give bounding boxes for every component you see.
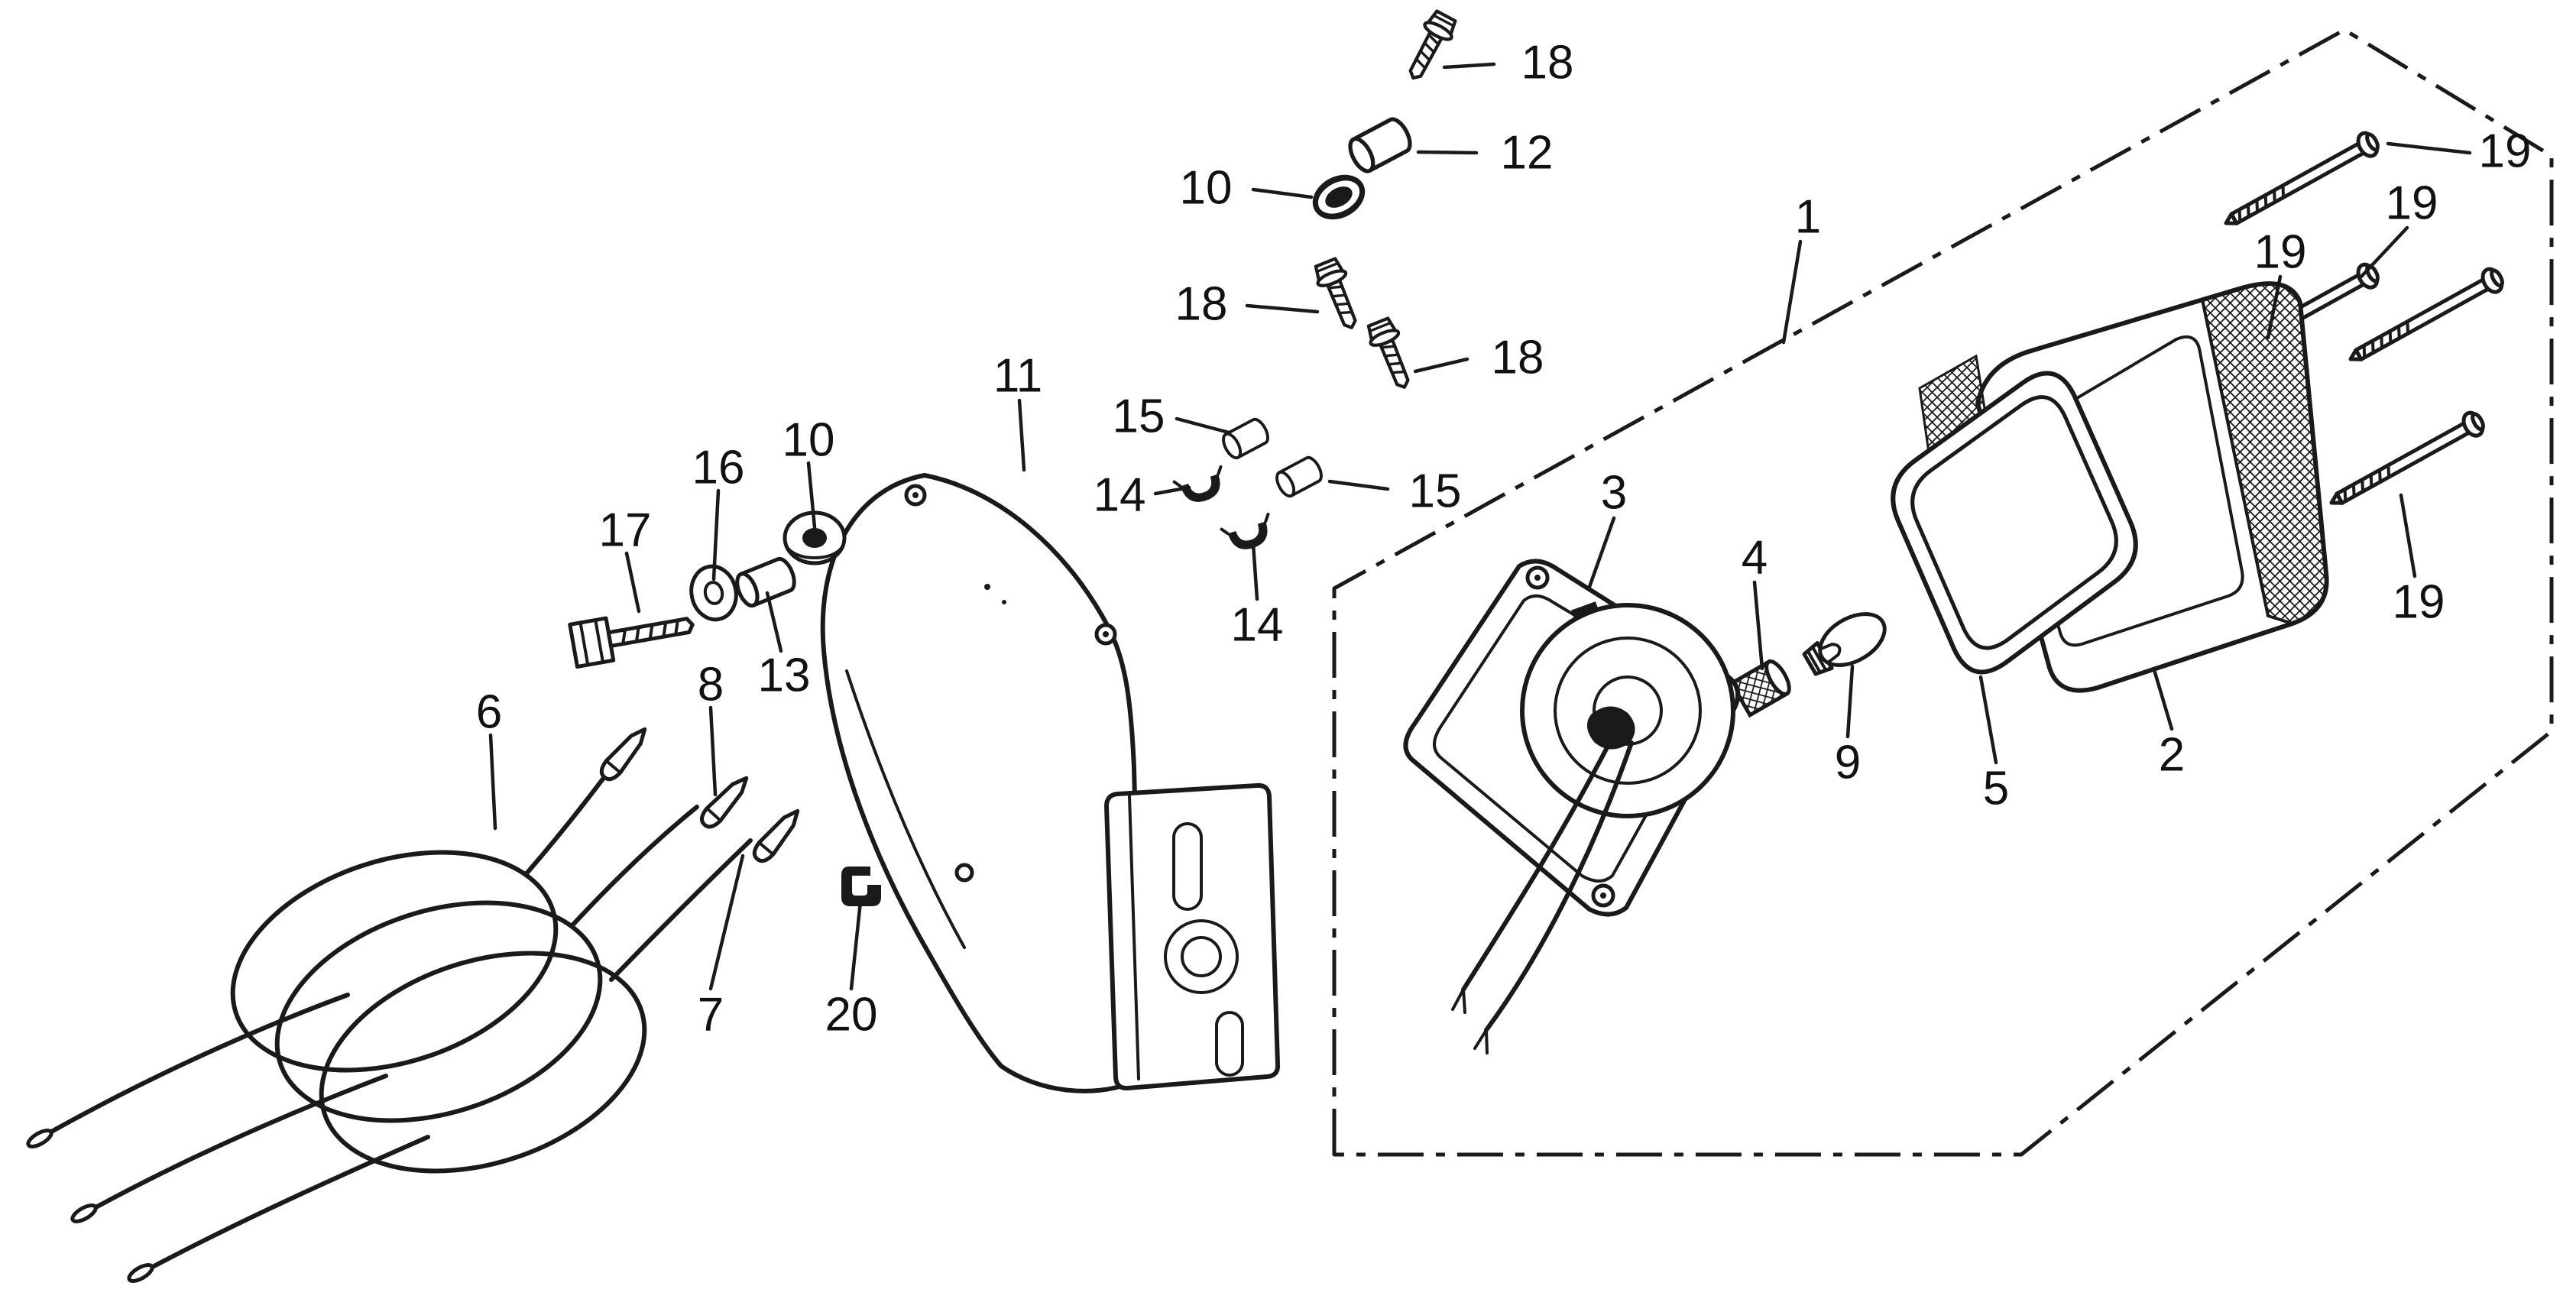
- wire-7: [144, 1135, 430, 1272]
- long-screw-icon: [2325, 409, 2487, 513]
- assembly-phantom-outline: [1332, 28, 2554, 1157]
- base-wire: [1484, 740, 1634, 1032]
- screw-18-a: [1400, 9, 1460, 85]
- plate-hole: [954, 863, 974, 883]
- bulb-9: [1802, 612, 1887, 676]
- wire-coil: [319, 951, 647, 1174]
- clamp-14-b: [1220, 512, 1278, 557]
- wire-coil: [274, 900, 603, 1123]
- clip-20: [841, 867, 881, 906]
- wire-strands: [1451, 988, 1489, 1054]
- callout-10-b: 10: [783, 414, 835, 467]
- bracket-slot: [1172, 822, 1203, 911]
- washer-16: [689, 564, 738, 622]
- wire-7: [609, 838, 753, 982]
- callout-15-b: 15: [1409, 465, 1462, 518]
- grommet-10-a: [1312, 174, 1366, 220]
- bullet-connector: [698, 772, 753, 831]
- callout-18-a: 18: [1521, 37, 1574, 89]
- callout-19-d: 19: [2393, 576, 2445, 629]
- wire-6: [525, 763, 615, 875]
- callout-12: 12: [1501, 127, 1554, 180]
- bullet-connector: [750, 805, 805, 865]
- callout-18-c: 18: [1492, 332, 1544, 384]
- callout-1: 1: [1795, 191, 1821, 244]
- base-wire: [1461, 735, 1615, 992]
- screw-18-c: [1364, 316, 1418, 393]
- callout-15-a: 15: [1113, 390, 1165, 443]
- callout-2: 2: [2159, 729, 2185, 782]
- callout-4: 4: [1742, 532, 1768, 585]
- callout-19-a: 19: [2479, 125, 2532, 178]
- long-screw-icon: [2220, 129, 2381, 234]
- leader-lines: [488, 62, 2472, 991]
- wire-terminal: [127, 1262, 154, 1284]
- wire-terminal: [26, 1127, 53, 1149]
- callout-8: 8: [698, 659, 724, 711]
- callout-7: 7: [698, 989, 724, 1041]
- callout-13: 13: [758, 650, 811, 702]
- bulb-socket-4: [1729, 659, 1791, 718]
- callout-16: 16: [692, 442, 745, 494]
- bracket-hole: [1164, 919, 1239, 994]
- callouts: 18 12 10 18 18 11 15 14 15 14 16 10 17 1…: [476, 37, 2532, 1041]
- wire-terminal: [70, 1202, 98, 1224]
- callout-14-b: 14: [1231, 599, 1284, 652]
- callout-3: 3: [1601, 467, 1627, 520]
- callout-19-c: 19: [2254, 226, 2307, 279]
- callout-5: 5: [1983, 763, 2009, 815]
- callout-17: 17: [599, 504, 652, 557]
- wire-6: [44, 993, 350, 1137]
- collar-15-a: [1218, 415, 1273, 462]
- bolt-17: [568, 616, 695, 669]
- cover-plate-11: [820, 473, 1142, 1093]
- taillight-base-3: [1403, 559, 1741, 1054]
- collar-10-b: [783, 510, 847, 565]
- callout-14-a: 14: [1094, 469, 1146, 522]
- bracket-slot: [1215, 1011, 1244, 1077]
- lens-gasket-5: [1891, 371, 2138, 675]
- spacer-13: [733, 556, 798, 609]
- sleeve-12: [1346, 115, 1414, 174]
- wire-8: [569, 805, 699, 928]
- callout-9: 9: [1835, 737, 1861, 789]
- wire-8: [88, 1074, 388, 1213]
- collar-15-b: [1272, 453, 1327, 500]
- callout-6: 6: [476, 686, 502, 739]
- socket-body: [1520, 603, 1735, 818]
- wire-harness: [26, 724, 805, 1284]
- callout-19-b: 19: [2386, 177, 2438, 230]
- socket-contact: [1586, 706, 1635, 750]
- callout-20: 20: [825, 989, 878, 1041]
- screw-18-b: [1311, 257, 1366, 333]
- callout-11: 11: [993, 350, 1042, 403]
- mount-bracket: [1104, 782, 1281, 1091]
- hardware-cluster: [1172, 9, 1460, 557]
- callout-10-a: 10: [1180, 162, 1233, 215]
- bullet-connector: [598, 724, 652, 783]
- callout-18-b: 18: [1175, 278, 1228, 331]
- wire-coil: [230, 850, 559, 1073]
